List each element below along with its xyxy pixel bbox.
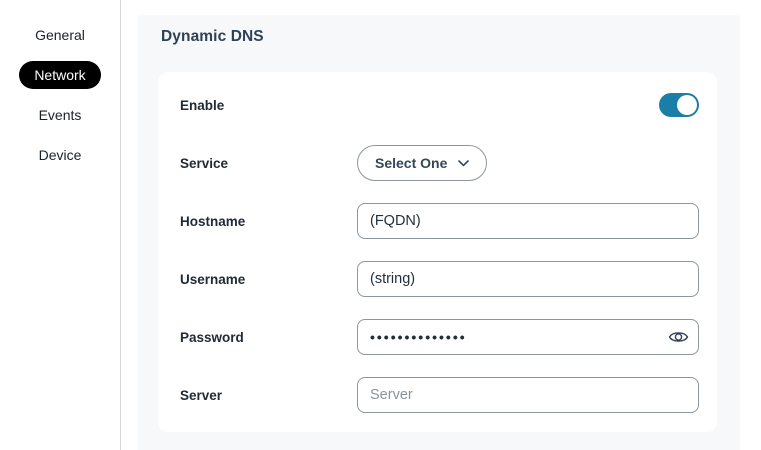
toggle-knob (677, 95, 697, 115)
sidebar-item-network[interactable]: Network (0, 55, 120, 95)
dynamic-dns-card: Enable Service Select One Hostname (158, 72, 717, 432)
server-row: Server (180, 366, 699, 424)
service-label: Service (180, 155, 229, 171)
hostname-input[interactable] (357, 203, 699, 239)
sidebar: General Network Events Device (0, 0, 121, 450)
hostname-label: Hostname (180, 213, 246, 229)
eye-icon (668, 332, 688, 342)
chevron-down-icon (458, 159, 470, 166)
username-row: Username (180, 250, 699, 308)
server-label: Server (180, 387, 223, 403)
username-input[interactable] (357, 261, 699, 297)
sidebar-item-label: General (35, 27, 85, 43)
server-input[interactable] (357, 377, 699, 413)
service-select[interactable]: Select One (357, 145, 488, 181)
sidebar-item-label: Events (38, 107, 82, 123)
password-label: Password (180, 329, 244, 345)
service-row: Service Select One (180, 134, 699, 192)
sidebar-item-device[interactable]: Device (0, 135, 120, 175)
password-input[interactable] (357, 319, 699, 355)
active-nav-pill: Network (19, 61, 101, 89)
enable-toggle[interactable] (659, 93, 699, 117)
enable-label: Enable (180, 97, 225, 113)
sidebar-item-events[interactable]: Events (0, 95, 120, 135)
hostname-row: Hostname (180, 192, 699, 250)
sidebar-item-label: Device (38, 147, 82, 163)
service-select-value: Select One (375, 155, 448, 171)
sidebar-item-general[interactable]: General (0, 15, 120, 55)
password-row: Password (180, 308, 699, 366)
main-panel: Dynamic DNS Enable Service Select One (138, 15, 740, 450)
page-title: Dynamic DNS (161, 28, 264, 45)
username-label: Username (180, 271, 246, 287)
enable-row: Enable (180, 76, 699, 134)
show-password-button[interactable] (667, 327, 689, 347)
